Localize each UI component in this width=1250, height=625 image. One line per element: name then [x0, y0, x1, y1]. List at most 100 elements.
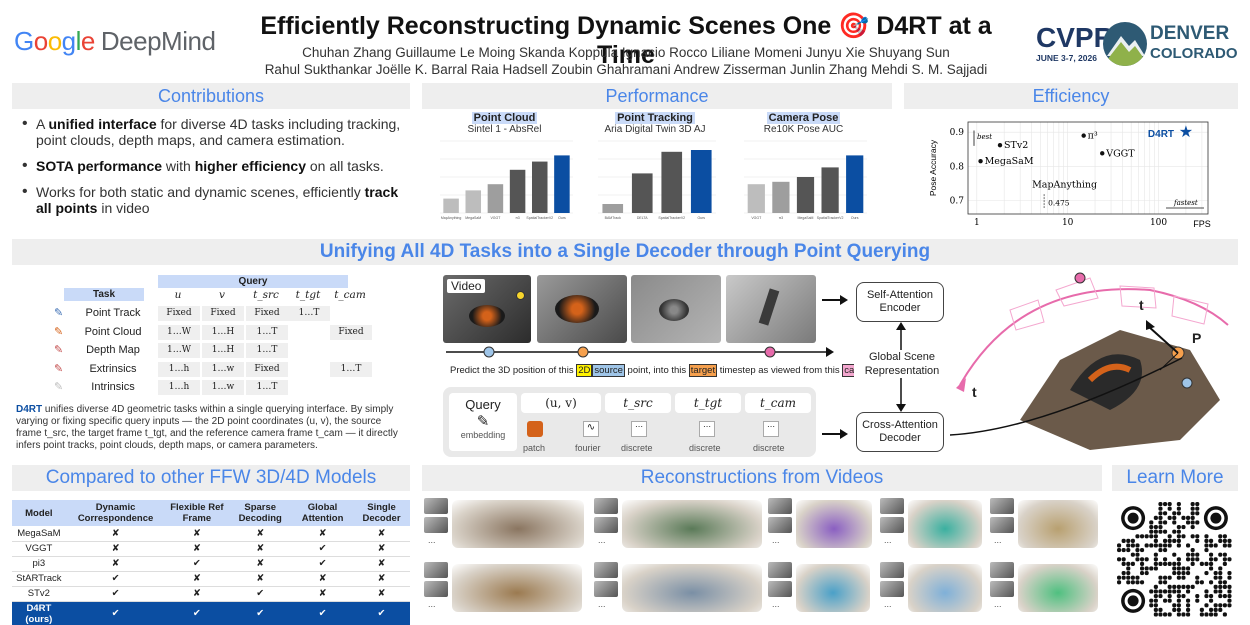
qr-module	[1218, 589, 1223, 594]
efficiency-heading: Efficiency	[904, 83, 1238, 109]
bar	[602, 204, 624, 213]
qr-module	[1213, 575, 1218, 580]
task-header: Task	[64, 288, 144, 301]
bar	[661, 151, 683, 213]
table-header: Dynamic Correspondence	[65, 500, 166, 526]
authors-line-2: Rahul Sukthankar Joëlle K. Barral Raia H…	[264, 62, 988, 77]
table-cell: ✘	[353, 526, 410, 542]
qr-module	[1149, 543, 1154, 548]
slot-uv: (u, v)	[521, 393, 601, 413]
qr-module	[1186, 589, 1191, 594]
bar	[531, 161, 548, 213]
tick-label: SpatialTrackerV2	[526, 216, 553, 220]
qr-module	[1213, 612, 1218, 617]
slot-tsrc: t_src	[605, 393, 671, 413]
qr-module	[1153, 543, 1158, 548]
qr-module	[1153, 566, 1158, 571]
tick-label: Ours	[558, 216, 566, 220]
qr-module	[1158, 543, 1163, 548]
input-frame-thumbnail	[594, 498, 618, 514]
qr-module	[1176, 525, 1181, 530]
qr-module	[1117, 557, 1122, 562]
qr-module	[1195, 502, 1200, 507]
unify-heading: Unifying All 4D Tasks into a Single Deco…	[12, 239, 1238, 265]
query-cell: 1…h	[158, 380, 200, 395]
table-cell: ✘	[228, 556, 293, 572]
qr-module	[1176, 543, 1181, 548]
qr-code-icon[interactable]	[1117, 502, 1232, 617]
qr-module	[1218, 594, 1223, 599]
qr-module	[1158, 511, 1163, 516]
qr-module	[1195, 580, 1200, 585]
reconstruction-3d-graphic	[950, 272, 1229, 450]
qr-module	[1186, 584, 1191, 589]
qr-module	[1222, 612, 1227, 617]
chart-subtitle: Aria Digital Twin 3D AJ	[604, 124, 706, 135]
qr-module	[1186, 566, 1191, 571]
qr-module	[1130, 575, 1135, 580]
chart-title: Camera Pose	[766, 112, 841, 124]
qr-module	[1199, 561, 1204, 566]
reconstruction-render	[622, 500, 762, 548]
query-embedding-panel: Query ✎ embedding (u, v) t_src t_tgt t_c…	[443, 387, 816, 457]
video-label: Video	[447, 279, 486, 293]
reconstruction-render	[452, 564, 582, 612]
query-cell: 1…H	[202, 343, 244, 358]
input-frame-thumbnail	[990, 581, 1014, 597]
query-cell: Fixed	[158, 306, 200, 321]
qr-module	[1218, 538, 1223, 543]
qr-module	[1181, 612, 1186, 617]
qr-module	[1130, 552, 1135, 557]
d4rt-star-icon: ★	[1179, 124, 1193, 141]
scatter-point	[978, 158, 983, 164]
ellipsis: ...	[884, 535, 892, 545]
input-frame-thumbnail	[768, 562, 792, 578]
qr-module	[1209, 607, 1214, 612]
qr-module	[1195, 511, 1200, 516]
qr-module	[1195, 552, 1200, 557]
reconstruction-render	[1018, 500, 1098, 548]
input-frame-thumbnail	[880, 517, 904, 533]
cvpr-logo: CVPR JUNE 3-7, 2026 DENVER COLORADO	[1036, 22, 1238, 70]
qr-module	[1153, 515, 1158, 520]
qr-module	[1181, 515, 1186, 520]
tick-label: DELTA	[637, 216, 648, 220]
point-label: π³	[1088, 131, 1098, 142]
qr-module	[1153, 607, 1158, 612]
input-frame-thumbnail	[990, 517, 1014, 533]
bar	[509, 169, 526, 213]
video-frame-3	[631, 275, 721, 343]
qr-module	[1172, 515, 1177, 520]
table-header: Model	[12, 500, 66, 526]
table-cell: ✔	[228, 586, 293, 602]
qr-module	[1176, 511, 1181, 516]
qr-module	[1135, 543, 1140, 548]
ellipsis: ...	[994, 599, 1002, 609]
qr-module	[1186, 571, 1191, 576]
conf-name: CVPR	[1036, 22, 1114, 53]
input-frame-thumbnail	[594, 517, 618, 533]
qr-module	[1126, 543, 1131, 548]
slot-label-discrete: discrete	[689, 443, 721, 453]
t-label: t	[972, 384, 977, 400]
unify-description: D4RT unifies diverse 4D geometric tasks …	[16, 404, 398, 451]
bar	[747, 184, 765, 213]
query-cell: 1…W	[158, 324, 200, 340]
tick-label: 0.7	[950, 196, 965, 206]
qr-module	[1186, 607, 1191, 612]
reconstruction-render	[452, 500, 584, 548]
table-row: pi3✘✔✘✔✘	[12, 556, 410, 572]
qr-module	[1204, 561, 1209, 566]
qr-module	[1126, 575, 1131, 580]
qr-module	[1186, 515, 1191, 520]
query-cell: Fixed	[202, 306, 244, 321]
qr-module	[1153, 525, 1158, 530]
qr-module	[1163, 589, 1168, 594]
reconstruction-render	[908, 564, 982, 612]
qr-module	[1167, 534, 1172, 539]
query-cell: 1…h	[158, 361, 200, 377]
qr-module	[1209, 598, 1214, 603]
query-col-header: u	[174, 289, 182, 301]
